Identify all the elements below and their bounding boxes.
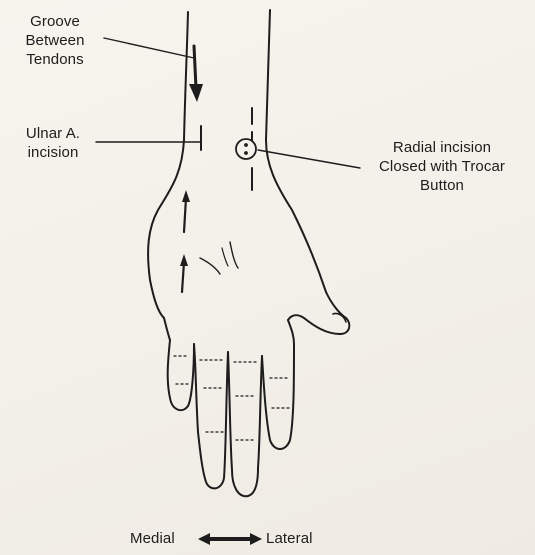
medial-label: Medial	[130, 529, 175, 548]
ulnar-label: Ulnar A. incision	[10, 124, 96, 162]
groove-label-line-1: Groove	[6, 12, 104, 31]
trocar-button-icon	[236, 139, 256, 159]
groove-label-line-2: Between	[6, 31, 104, 50]
finger-index	[262, 320, 294, 449]
finger-little	[168, 340, 194, 410]
radial-label-line-3: Button	[360, 176, 524, 195]
radial-label: Radial incision Closed with Trocar Butto…	[360, 138, 524, 195]
thumbnail	[333, 313, 346, 322]
groove-arrow-shaft	[194, 46, 196, 88]
palm-arrowhead-lower-icon	[180, 254, 188, 266]
groove-arrowhead-icon	[189, 84, 203, 102]
ulnar-label-line-1: Ulnar A.	[10, 124, 96, 143]
palm-arrowhead-upper-icon	[182, 190, 190, 202]
forearm-lateral-edge	[266, 10, 326, 292]
finger-ring	[194, 344, 228, 488]
forearm-medial-edge	[148, 12, 188, 318]
radial-label-line-2: Closed with Trocar	[360, 157, 524, 176]
lateral-label: Lateral	[266, 529, 313, 548]
palm-arrow-upper-shaft	[184, 198, 186, 232]
radial-leader-line	[258, 150, 360, 168]
groove-label: Groove Between Tendons	[6, 12, 104, 69]
thumb-outline	[288, 292, 349, 334]
double-arrow-icon	[198, 533, 262, 545]
palm-arrow-lower-shaft	[182, 262, 184, 292]
finger-middle	[228, 352, 262, 496]
groove-label-line-3: Tendons	[6, 50, 104, 69]
groove-leader-line	[104, 38, 194, 58]
ulnar-label-line-2: incision	[10, 143, 96, 162]
radial-label-line-1: Radial incision	[360, 138, 524, 157]
